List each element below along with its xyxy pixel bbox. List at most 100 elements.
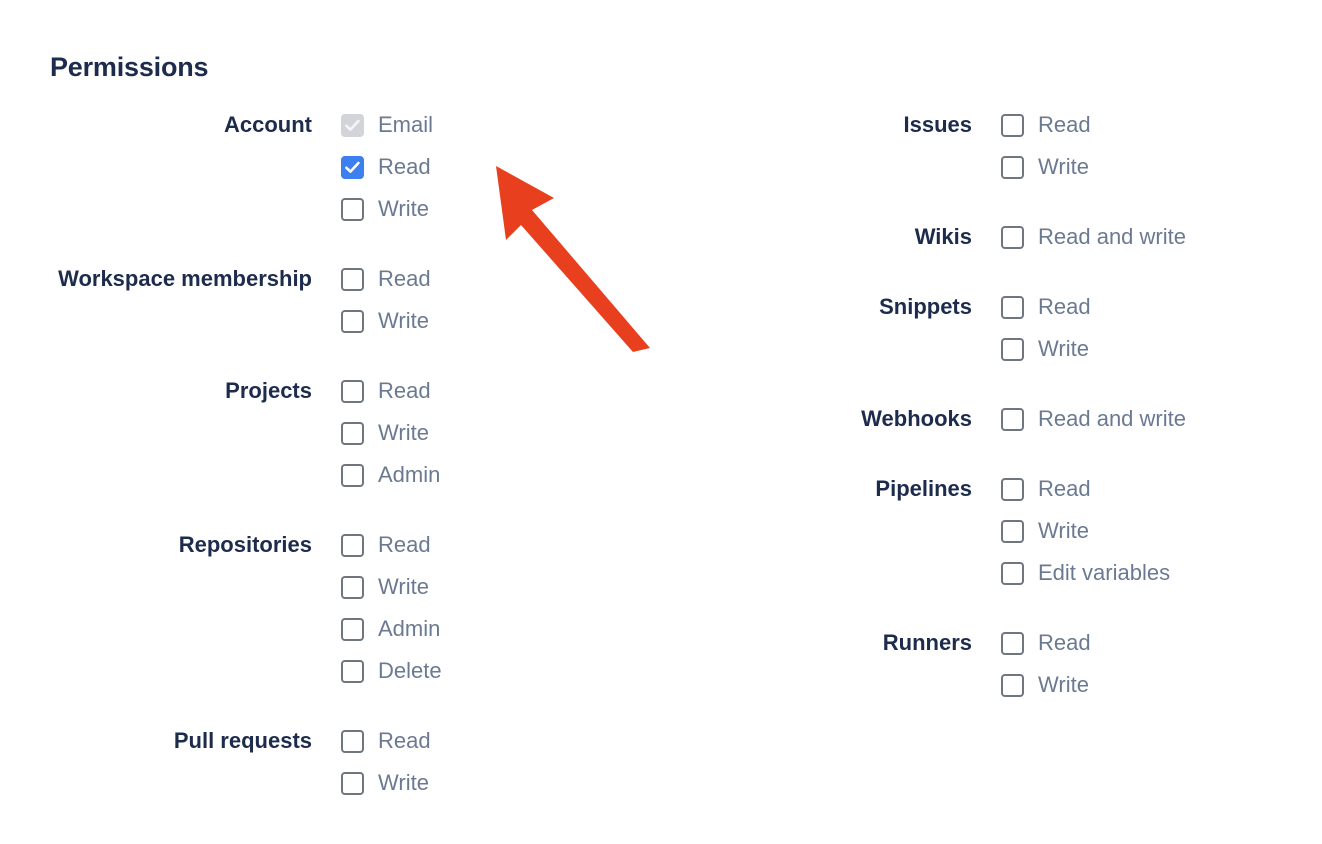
checkbox-unchecked-icon[interactable]	[1001, 155, 1024, 179]
permission-option-row[interactable]: Read	[341, 720, 660, 762]
permission-option-label: Write	[1038, 672, 1089, 697]
permission-option-list: Read and write	[1001, 398, 1320, 440]
checkbox-unchecked-icon[interactable]	[341, 617, 364, 641]
permission-option-row[interactable]: Write	[1001, 664, 1320, 706]
permission-group: Wikis Read and write	[660, 216, 1320, 258]
permission-option-label: Delete	[378, 658, 442, 683]
permission-option-row[interactable]: Write	[1001, 328, 1320, 370]
permission-option-row[interactable]: Write	[341, 188, 660, 230]
permission-option-label: Read	[378, 728, 431, 753]
permission-option-label: Read	[378, 154, 431, 179]
permission-option-label: Read	[378, 266, 431, 291]
page-title: Permissions	[50, 52, 209, 82]
permission-group-label: Account	[224, 112, 312, 137]
permission-option-row[interactable]: Write	[1001, 146, 1320, 188]
checkbox-unchecked-icon[interactable]	[341, 771, 364, 795]
checkbox-unchecked-icon[interactable]	[341, 379, 364, 403]
permission-group-label: Snippets	[879, 294, 972, 319]
checkbox-unchecked-icon[interactable]	[341, 267, 364, 291]
checkbox-unchecked-icon[interactable]	[341, 421, 364, 445]
permission-option-label: Write	[378, 574, 429, 599]
permission-option-label: Read	[1038, 112, 1091, 137]
checkbox-unchecked-icon[interactable]	[1001, 407, 1024, 431]
permission-option-row[interactable]: Delete	[341, 650, 660, 692]
checkbox-unchecked-icon[interactable]	[341, 659, 364, 683]
checkbox-unchecked-icon[interactable]	[1001, 561, 1024, 585]
permission-option-label: Write	[378, 196, 429, 221]
permission-option-label: Edit variables	[1038, 560, 1171, 585]
permission-option-label: Admin	[378, 462, 441, 487]
permission-option-label: Read and write	[1038, 406, 1186, 431]
checkbox-unchecked-icon[interactable]	[1001, 225, 1024, 249]
permission-group-label: Issues	[903, 112, 973, 137]
permission-group-label: Wikis	[914, 224, 972, 249]
checkbox-checked-icon	[341, 113, 364, 137]
permission-group-label: Pipelines	[875, 476, 972, 501]
checkbox-unchecked-icon[interactable]	[1001, 519, 1024, 543]
permission-option-list: Read and write	[1001, 216, 1320, 258]
permission-option-label: Write	[378, 770, 429, 795]
permission-group-label: Runners	[882, 630, 972, 655]
permission-option-row[interactable]: Read	[1001, 468, 1320, 510]
permission-option-row[interactable]: Edit variables	[1001, 552, 1320, 594]
permission-option-label: Read	[378, 532, 431, 557]
checkbox-unchecked-icon[interactable]	[341, 729, 364, 753]
checkbox-unchecked-icon[interactable]	[1001, 295, 1024, 319]
permission-option-row[interactable]: Write	[341, 762, 660, 804]
checkbox-unchecked-icon[interactable]	[341, 463, 364, 487]
checkbox-unchecked-icon[interactable]	[1001, 477, 1024, 501]
permission-option-row[interactable]: Read	[341, 524, 660, 566]
permission-option-row[interactable]: Read and write	[1001, 216, 1320, 258]
permission-option-row[interactable]: Read	[1001, 286, 1320, 328]
permission-group-label: Repositories	[178, 532, 312, 557]
permission-option-row[interactable]: Write	[341, 566, 660, 608]
checkbox-unchecked-icon[interactable]	[341, 533, 364, 557]
permission-option-row[interactable]: Read and write	[1001, 398, 1320, 440]
permission-option-row[interactable]: Admin	[341, 454, 660, 496]
checkbox-unchecked-icon[interactable]	[341, 197, 364, 221]
permission-option-label: Email	[378, 112, 434, 137]
checkbox-unchecked-icon[interactable]	[1001, 673, 1024, 697]
permission-option-label: Read	[1038, 630, 1091, 655]
permission-option-row[interactable]: Read	[341, 146, 660, 188]
permission-option-row[interactable]: Read	[341, 258, 660, 300]
permission-option-row[interactable]: Write	[341, 300, 660, 342]
permission-option-row: Email	[341, 104, 660, 146]
permission-option-label: Write	[378, 420, 429, 445]
permission-option-row[interactable]: Admin	[341, 608, 660, 650]
permission-option-row[interactable]: Write	[341, 412, 660, 454]
permission-option-row[interactable]: Read	[1001, 104, 1320, 146]
checkbox-unchecked-icon[interactable]	[1001, 337, 1024, 361]
checkbox-unchecked-icon[interactable]	[341, 309, 364, 333]
permission-group-label: Projects	[225, 378, 312, 403]
checkbox-unchecked-icon[interactable]	[341, 575, 364, 599]
permission-option-label: Read	[378, 378, 431, 403]
permission-group-label: Workspace membership	[58, 266, 312, 291]
checkbox-checked-icon[interactable]	[341, 155, 364, 179]
permission-option-row[interactable]: Write	[1001, 510, 1320, 552]
permission-option-label: Write	[1038, 518, 1089, 543]
permission-option-row[interactable]: Read	[1001, 622, 1320, 664]
permission-option-label: Read and write	[1038, 224, 1186, 249]
permission-option-label: Read	[1038, 476, 1091, 501]
checkbox-unchecked-icon[interactable]	[1001, 631, 1024, 655]
checkbox-unchecked-icon[interactable]	[1001, 113, 1024, 137]
permission-option-row[interactable]: Read	[341, 370, 660, 412]
permission-option-label: Write	[378, 308, 429, 333]
